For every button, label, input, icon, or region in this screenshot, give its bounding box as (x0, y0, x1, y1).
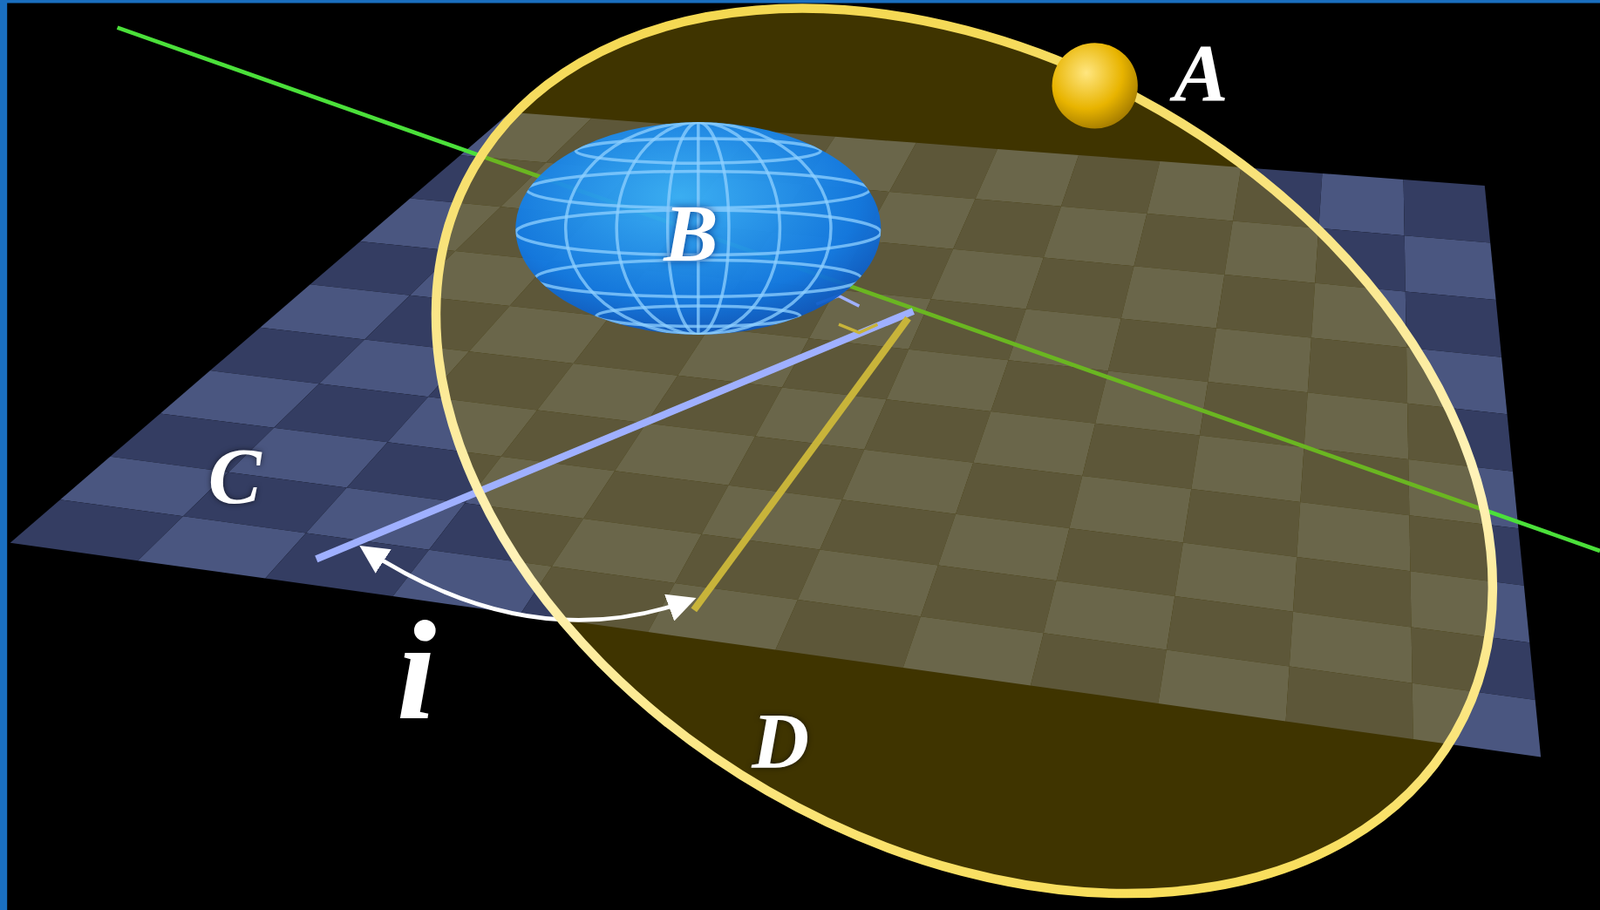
angle-label: i (396, 599, 437, 743)
plane-tile (1404, 235, 1497, 300)
orbit-ring (277, 0, 1600, 910)
orbit-plane (277, 0, 1600, 910)
orbit-normal-line (694, 318, 909, 611)
plane-tile (1318, 173, 1404, 236)
satellite-ball (1052, 42, 1138, 129)
plane-label: C (208, 436, 262, 517)
plane-tile (1403, 179, 1492, 244)
orbit-label: D (751, 701, 810, 782)
right-angle-mark (838, 324, 878, 333)
body-label: B (663, 192, 718, 275)
globe-sphere: B (513, 120, 884, 337)
point-label: A (1173, 32, 1228, 115)
